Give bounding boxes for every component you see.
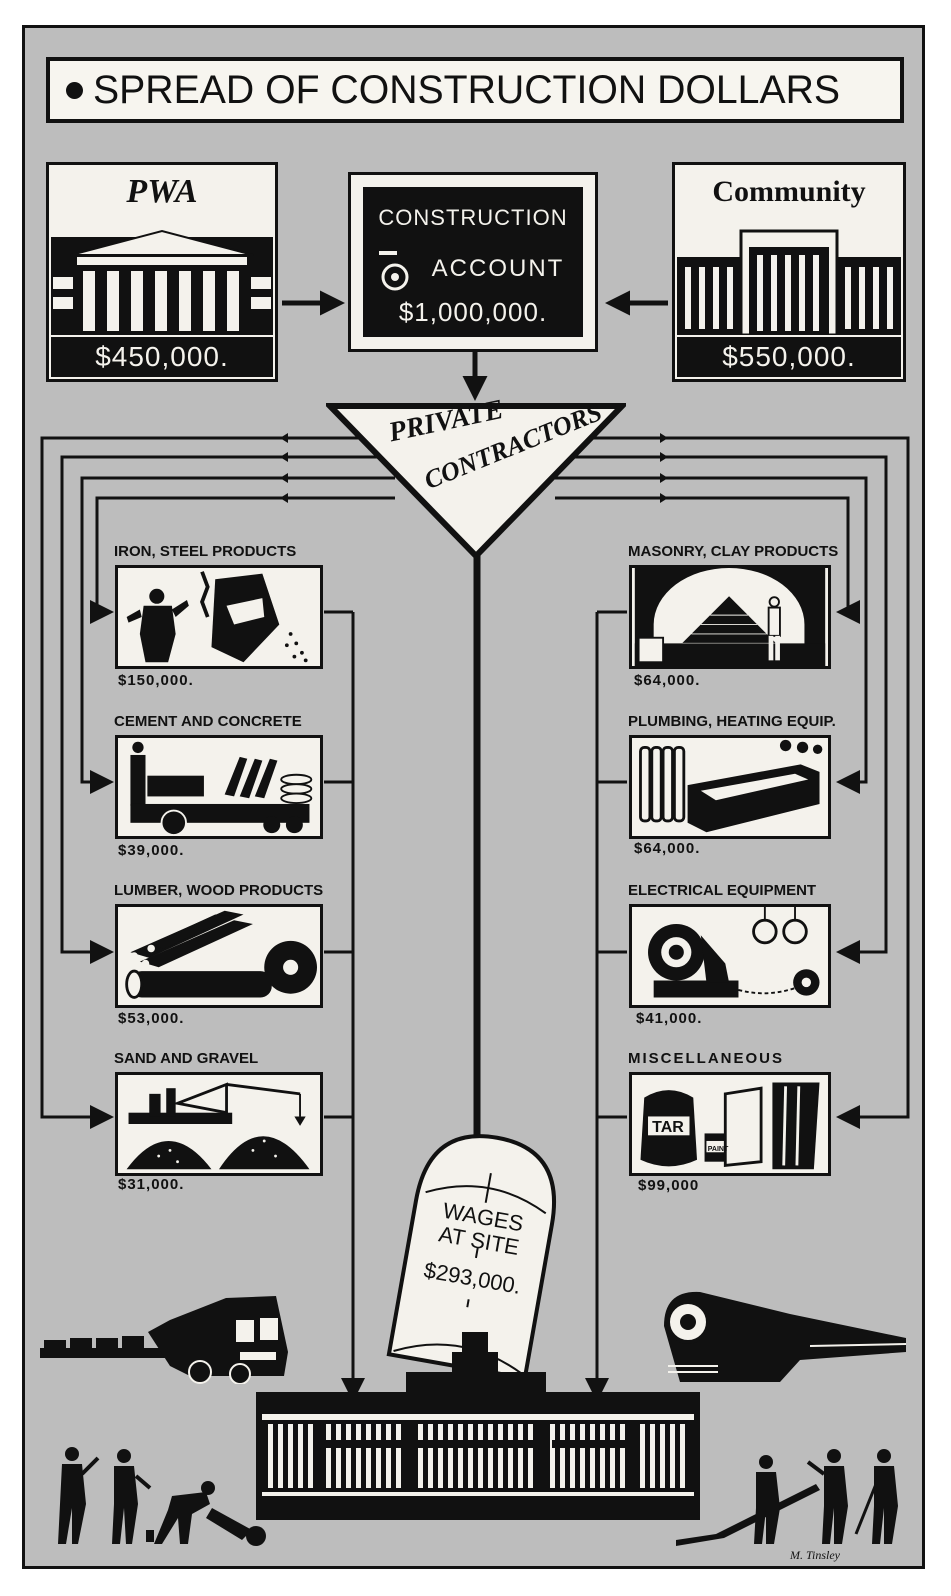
right-cat-4-picture: TAR PAINT bbox=[629, 1072, 831, 1176]
page-title: SPREAD OF CONSTRUCTION DOLLARS bbox=[93, 67, 841, 112]
right-cat-4-label: MISCELLANEOUS bbox=[628, 1050, 785, 1067]
right-cat-1-label: MASONRY, CLAY PRODUCTS bbox=[628, 543, 839, 560]
left-cat-3-picture bbox=[115, 904, 323, 1008]
left-cat-3-amount: $53,000. bbox=[118, 1010, 185, 1027]
left-cat-2-amount: $39,000. bbox=[118, 842, 185, 859]
source-pwa: PWA $450,000. bbox=[46, 162, 278, 382]
tar-text: TAR bbox=[652, 1119, 684, 1136]
account-amount: $1,000,000. bbox=[398, 297, 548, 327]
finished-building-icon bbox=[256, 1332, 700, 1520]
right-feeder-lines bbox=[555, 436, 910, 1129]
workers-left-icon bbox=[58, 1447, 266, 1546]
right-collector-arrowhead bbox=[585, 1378, 609, 1402]
generator-bulbs-icon bbox=[634, 907, 826, 1005]
left-collector-arrowhead bbox=[341, 1378, 365, 1402]
steelworker-ladle-icon bbox=[121, 568, 317, 666]
right-cat-3-label: ELECTRICAL EQUIPMENT bbox=[628, 882, 817, 899]
right-cat-1-amount: $64,000. bbox=[634, 672, 701, 689]
left-cat-4-amount: $31,000. bbox=[118, 1176, 185, 1193]
tar-barrel-paint-icon bbox=[634, 1075, 826, 1173]
title-box: SPREAD OF CONSTRUCTION DOLLARS bbox=[46, 57, 904, 123]
left-cat-2-picture bbox=[115, 735, 323, 839]
left-cat-3-label: LUMBER, WOOD PRODUCTS bbox=[114, 882, 324, 899]
left-feeder-arrowheads bbox=[280, 433, 288, 503]
right-collector-lines bbox=[595, 610, 627, 1380]
artist-signature: M. Tinsley bbox=[790, 1548, 840, 1562]
bullet-dot-icon bbox=[66, 81, 83, 99]
right-cat-3-picture bbox=[629, 904, 831, 1008]
construction-account: CONSTRUCTION ACCOUNT $1,000,000. bbox=[348, 172, 598, 352]
source-community-amount: $550,000. bbox=[677, 337, 901, 377]
gravel-crane-icon bbox=[121, 1075, 317, 1173]
truck-icon bbox=[40, 1296, 288, 1384]
left-cat-2-label: CEMENT AND CONCRETE bbox=[114, 713, 302, 730]
right-cat-4-amount: $99,000 bbox=[638, 1177, 700, 1194]
source-community-name: Community bbox=[712, 175, 866, 208]
tombstone-shape-icon bbox=[386, 1134, 557, 1381]
wages-tombstone: WAGES AT SITE $293,000. bbox=[382, 1121, 571, 1383]
bathtub-radiator-icon bbox=[634, 738, 826, 836]
right-cat-3-amount: $41,000. bbox=[636, 1010, 703, 1027]
source-pwa-amount: $450,000. bbox=[51, 337, 273, 377]
account-line2: ACCOUNT bbox=[431, 255, 565, 282]
federal-building-icon bbox=[51, 229, 273, 335]
cement-truck-icon bbox=[121, 738, 317, 836]
locomotive-icon bbox=[664, 1291, 907, 1382]
civic-building-icon bbox=[677, 229, 901, 335]
kiln-bricks-icon bbox=[634, 568, 826, 666]
left-cat-4-picture bbox=[115, 1072, 323, 1176]
contractors-triangle bbox=[326, 403, 626, 561]
workers-right-icon bbox=[676, 1449, 898, 1546]
safe-dial-icon bbox=[379, 251, 409, 291]
left-cat-1-label: IRON, STEEL PRODUCTS bbox=[114, 543, 297, 560]
right-cat-2-picture bbox=[629, 735, 831, 839]
left-cat-4-label: SAND AND GRAVEL bbox=[114, 1050, 259, 1067]
right-cat-1-picture bbox=[629, 565, 831, 669]
source-pwa-name: PWA bbox=[126, 173, 198, 210]
paint-text: PAINT bbox=[707, 1146, 729, 1153]
lumber-saw-icon bbox=[121, 907, 317, 1005]
left-feeder-lines bbox=[40, 436, 395, 1129]
source-community: Community $550,000. bbox=[672, 162, 906, 382]
right-feeder-arrowheads bbox=[660, 433, 668, 503]
left-cat-1-amount: $150,000. bbox=[118, 672, 194, 689]
left-cat-1-picture bbox=[115, 565, 323, 669]
left-collector-lines bbox=[324, 610, 355, 1380]
account-line1: CONSTRUCTION bbox=[378, 205, 568, 230]
right-cat-2-amount: $64,000. bbox=[634, 840, 701, 857]
account-panel: CONSTRUCTION ACCOUNT $1,000,000. bbox=[363, 187, 583, 337]
right-cat-2-label: PLUMBING, HEATING EQUIP. bbox=[628, 713, 836, 730]
